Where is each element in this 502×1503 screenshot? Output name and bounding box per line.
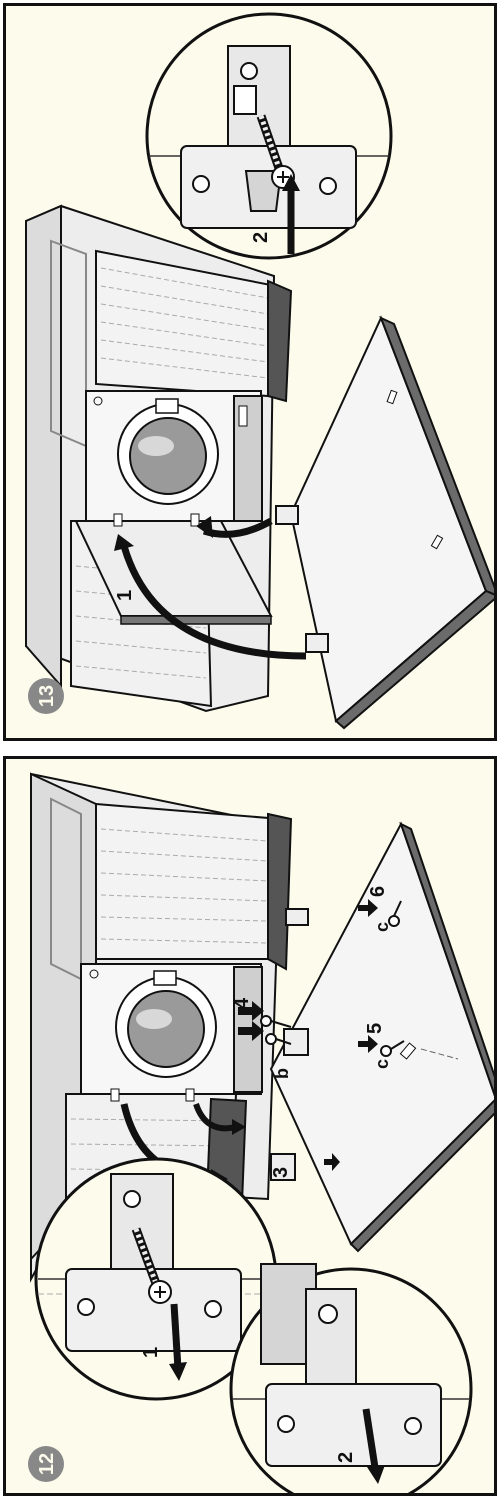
callout-3: 3 — [270, 1167, 292, 1178]
washing-machine-icon — [81, 964, 262, 1094]
step-13-panel: 1 2 13 — [3, 3, 497, 741]
part-letter-c-1: c — [372, 1059, 392, 1069]
step-12-panel: 4 b 5 c 6 c 3 1 2 — [3, 756, 497, 1496]
step-badge: 13 — [28, 678, 64, 714]
callout-5: 5 — [364, 1023, 386, 1034]
part-letter-c-2: c — [372, 922, 392, 932]
callout-2: 2 — [250, 232, 272, 243]
part-letter-b: b — [272, 1068, 292, 1079]
callout-1: 1 — [140, 1347, 162, 1358]
door-panel — [291, 318, 494, 728]
callout-6: 6 — [367, 886, 389, 897]
step-13-illustration: 1 2 13 — [6, 6, 494, 738]
callout-2: 2 — [335, 1452, 357, 1463]
step-12-illustration: 4 b 5 c 6 c 3 1 2 — [6, 759, 494, 1493]
step-number: 12 — [36, 1453, 58, 1475]
step-badge: 12 — [28, 1446, 64, 1482]
callout-1: 1 — [114, 590, 136, 601]
washing-machine-icon — [86, 391, 262, 521]
callout-4: 4 — [231, 997, 253, 1009]
step-number: 13 — [36, 685, 58, 707]
